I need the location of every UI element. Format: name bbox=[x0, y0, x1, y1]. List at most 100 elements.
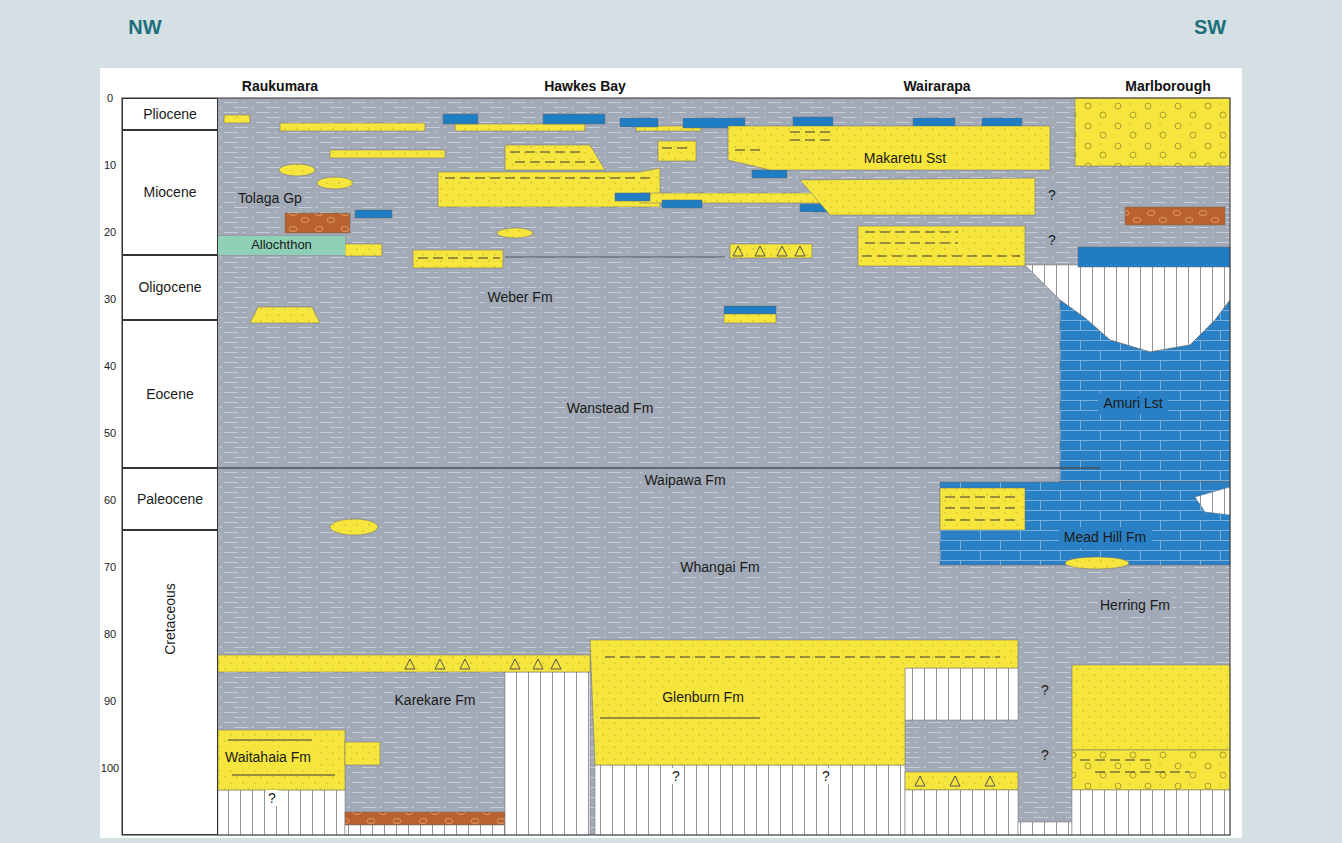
rock-unit bbox=[1195, 487, 1230, 515]
breccia-symbol bbox=[533, 659, 543, 669]
formation-label: Tolaga Gp bbox=[236, 190, 304, 206]
breccia-symbol bbox=[755, 246, 765, 256]
rock-unit bbox=[317, 177, 353, 189]
breccia-symbol bbox=[777, 246, 787, 256]
rock-unit bbox=[330, 519, 378, 535]
axis-tick: 70 bbox=[102, 561, 118, 574]
axis-tick: 20 bbox=[102, 226, 118, 239]
column-header: Raukumara bbox=[240, 78, 320, 94]
rock-unit bbox=[658, 141, 696, 161]
rock-unit bbox=[793, 117, 833, 127]
bedding-line bbox=[945, 496, 1020, 497]
rock-unit bbox=[800, 178, 1035, 215]
axis-tick: 100 bbox=[99, 762, 121, 775]
bedding-line bbox=[865, 242, 958, 243]
axis-tick: 30 bbox=[102, 293, 118, 306]
bedding-line bbox=[515, 161, 595, 162]
rock-unit bbox=[905, 772, 1018, 790]
bedding-line bbox=[418, 257, 500, 258]
breccia-symbol bbox=[435, 659, 445, 669]
rock-unit bbox=[218, 655, 590, 672]
formation-label: Karekare Fm bbox=[393, 692, 478, 708]
rock-unit bbox=[724, 306, 776, 314]
rock-unit bbox=[345, 812, 505, 825]
breccia-symbol bbox=[551, 659, 561, 669]
query-mark: ? bbox=[1039, 682, 1051, 698]
bedding-line bbox=[1095, 771, 1190, 772]
rock-unit bbox=[330, 150, 445, 158]
rock-unit bbox=[1072, 665, 1230, 750]
query-mark: ? bbox=[1046, 232, 1058, 248]
bedding-line bbox=[790, 139, 830, 140]
formation-name: Waitahaia Fm bbox=[225, 749, 311, 765]
rock-unit bbox=[543, 114, 605, 124]
formation-label: Waipawa Fm bbox=[642, 472, 727, 488]
rock-unit bbox=[730, 244, 812, 258]
bedding-line bbox=[790, 131, 830, 132]
rock-unit bbox=[1075, 98, 1230, 166]
bedding-line bbox=[1080, 759, 1150, 760]
bedding-line bbox=[445, 177, 655, 178]
rock-unit bbox=[728, 126, 1050, 170]
bedding-line bbox=[505, 257, 725, 258]
bedding-line bbox=[862, 255, 1020, 256]
formation-unit: Makaretu Sst bbox=[859, 148, 952, 169]
column-header: Marlborough bbox=[1123, 78, 1213, 94]
rock-units bbox=[218, 98, 1230, 835]
direction-label: SW bbox=[1192, 16, 1228, 39]
query-mark: ? bbox=[670, 768, 682, 784]
formation-unit: Glenburn Fm bbox=[657, 687, 749, 708]
period-box: Cretaceous bbox=[122, 530, 218, 835]
bedding-line bbox=[232, 774, 335, 775]
formation-label: Wanstead Fm bbox=[565, 400, 656, 416]
breccia-symbol bbox=[915, 776, 925, 786]
query-mark: ? bbox=[266, 790, 278, 806]
query-mark: ? bbox=[820, 768, 832, 784]
rock-unit bbox=[443, 114, 478, 124]
bedding-line bbox=[228, 739, 312, 740]
column-header: Hawkes Bay bbox=[542, 78, 628, 94]
rock-unit bbox=[250, 307, 320, 323]
rock-unit bbox=[590, 640, 1018, 765]
breccia-symbol bbox=[460, 659, 470, 669]
bedding-line bbox=[865, 231, 958, 232]
rock-unit bbox=[218, 236, 345, 255]
rock-unit bbox=[438, 168, 660, 207]
axis-tick: 90 bbox=[102, 695, 118, 708]
direction-label: NW bbox=[126, 16, 163, 39]
axis-tick: 10 bbox=[102, 159, 118, 172]
bedding-line bbox=[218, 467, 1100, 469]
period-name: Miocene bbox=[144, 184, 197, 200]
rock-unit bbox=[355, 210, 392, 218]
period-name: Pliocene bbox=[143, 106, 197, 122]
period-box: Pliocene bbox=[122, 98, 218, 130]
rock-unit bbox=[1060, 300, 1230, 482]
axis-tick: 0 bbox=[105, 92, 115, 105]
formation-unit: Allochthon bbox=[218, 236, 345, 255]
period-box: Miocene bbox=[122, 130, 218, 255]
rock-unit bbox=[724, 314, 776, 323]
rock-unit bbox=[413, 250, 503, 268]
breccia-symbol bbox=[795, 246, 805, 256]
bedding-line bbox=[510, 151, 585, 152]
breccia-symbol bbox=[405, 659, 415, 669]
rock-unit bbox=[905, 790, 1018, 835]
bedding-line bbox=[945, 519, 1020, 520]
formation-name: Mead Hill Fm bbox=[1064, 529, 1146, 545]
white-panel bbox=[100, 68, 1242, 838]
rock-unit bbox=[345, 742, 380, 765]
axis-tick: 50 bbox=[102, 427, 118, 440]
rock-unit bbox=[279, 164, 315, 176]
formation-name: Allochthon bbox=[251, 238, 312, 253]
formation-label: Whangai Fm bbox=[678, 559, 761, 575]
rock-unit bbox=[940, 488, 1025, 530]
period-name: Oligocene bbox=[138, 279, 201, 295]
rock-unit bbox=[752, 170, 787, 178]
bedding-line bbox=[600, 717, 760, 718]
rock-unit bbox=[615, 193, 650, 201]
period-name: Paleocene bbox=[137, 491, 203, 507]
rock-unit bbox=[218, 98, 1230, 835]
rock-unit bbox=[505, 672, 590, 835]
breccia-symbol bbox=[985, 776, 995, 786]
